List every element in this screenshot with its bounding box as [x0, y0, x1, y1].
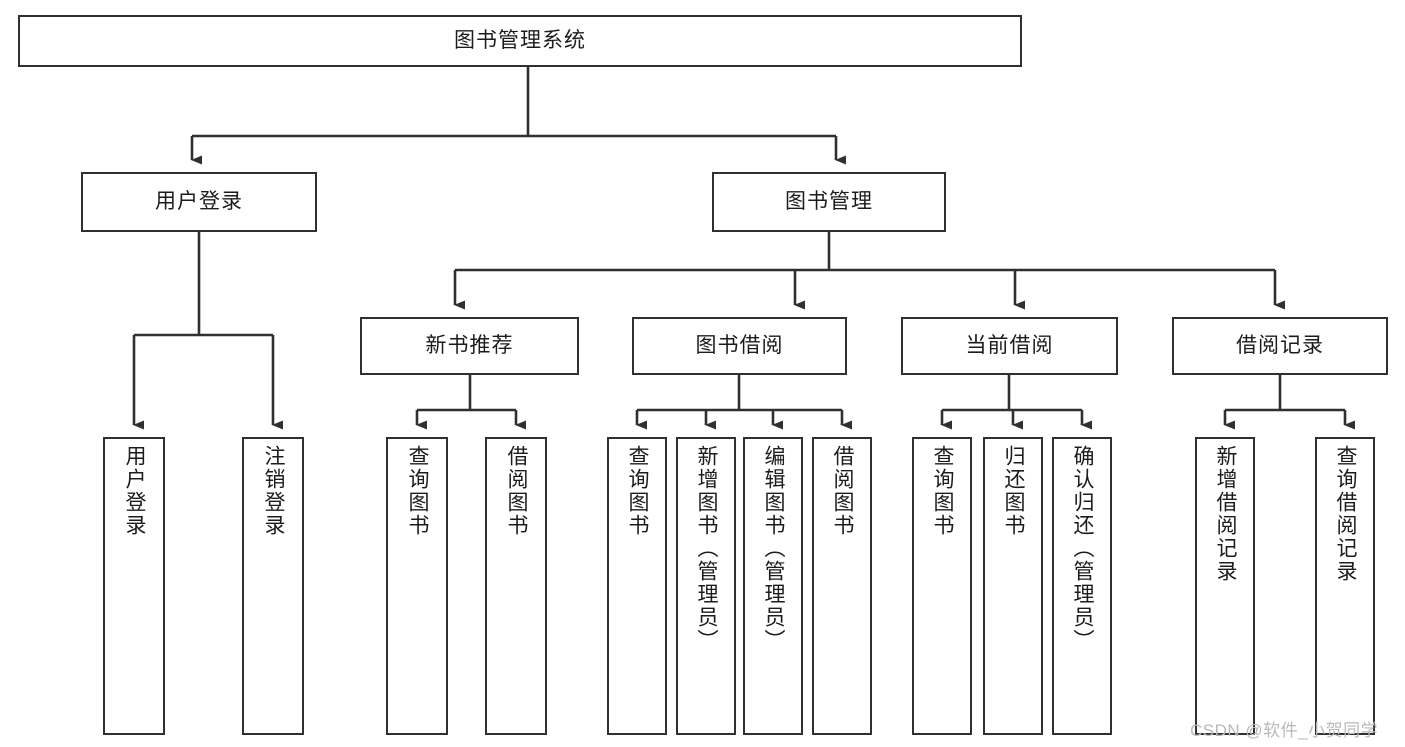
- leaf-borrow-book-recommend-label: 借阅图书: [505, 445, 529, 537]
- leaf-query-borrow-record[interactable]: 查询借阅记录: [1315, 437, 1375, 735]
- leaf-user-login-label: 用户登录: [123, 445, 147, 537]
- leaf-logout-label: 注销登录: [262, 445, 286, 537]
- leaf-logout[interactable]: 注销登录: [242, 437, 304, 735]
- node-new-book-recommend-label: 新书推荐: [425, 333, 514, 357]
- leaf-borrow-book[interactable]: 借阅图书: [812, 437, 872, 735]
- leaf-edit-book-admin[interactable]: 编辑图书（管理员）: [743, 437, 803, 735]
- node-user-login[interactable]: 用户登录: [81, 172, 317, 232]
- node-book-management-label: 图书管理: [785, 189, 873, 213]
- leaf-add-book-admin[interactable]: 新增图书（管理员）: [676, 437, 736, 735]
- leaf-query-borrow-record-label: 查询借阅记录: [1334, 445, 1358, 583]
- leaf-return-book-label: 归还图书: [1002, 445, 1026, 537]
- node-borrow-record[interactable]: 借阅记录: [1172, 317, 1388, 375]
- node-user-login-label: 用户登录: [155, 189, 243, 213]
- leaf-confirm-return-admin-label: 确认归还（管理员）: [1071, 445, 1095, 652]
- node-root[interactable]: 图书管理系统: [18, 15, 1022, 67]
- leaf-confirm-return-admin[interactable]: 确认归还（管理员）: [1052, 437, 1112, 735]
- node-book-management[interactable]: 图书管理: [712, 172, 946, 232]
- node-root-label: 图书管理系统: [454, 28, 586, 52]
- node-book-borrow[interactable]: 图书借阅: [632, 317, 847, 375]
- leaf-add-book-admin-label: 新增图书（管理员）: [695, 445, 719, 652]
- leaf-add-borrow-record-label: 新增借阅记录: [1214, 445, 1238, 583]
- leaf-user-login[interactable]: 用户登录: [103, 437, 165, 735]
- csdn-watermark: CSDN @软件_小贺同学: [1190, 721, 1379, 740]
- leaf-query-book-borrow[interactable]: 查询图书: [607, 437, 667, 735]
- leaf-query-book-current[interactable]: 查询图书: [912, 437, 972, 735]
- node-borrow-record-label: 借阅记录: [1236, 333, 1324, 357]
- node-current-borrow[interactable]: 当前借阅: [901, 317, 1118, 375]
- node-new-book-recommend[interactable]: 新书推荐: [360, 317, 579, 375]
- leaf-query-book-recommend-label: 查询图书: [406, 445, 430, 537]
- leaf-query-book-current-label: 查询图书: [931, 445, 955, 537]
- leaf-add-borrow-record[interactable]: 新增借阅记录: [1195, 437, 1255, 735]
- node-current-borrow-label: 当前借阅: [965, 333, 1054, 357]
- leaf-query-book-recommend[interactable]: 查询图书: [386, 437, 448, 735]
- leaf-query-book-borrow-label: 查询图书: [626, 445, 650, 537]
- leaf-return-book[interactable]: 归还图书: [983, 437, 1043, 735]
- leaf-borrow-book-recommend[interactable]: 借阅图书: [485, 437, 547, 735]
- leaf-edit-book-admin-label: 编辑图书（管理员）: [762, 445, 786, 652]
- leaf-borrow-book-label: 借阅图书: [831, 445, 855, 537]
- node-book-borrow-label: 图书借阅: [695, 333, 784, 357]
